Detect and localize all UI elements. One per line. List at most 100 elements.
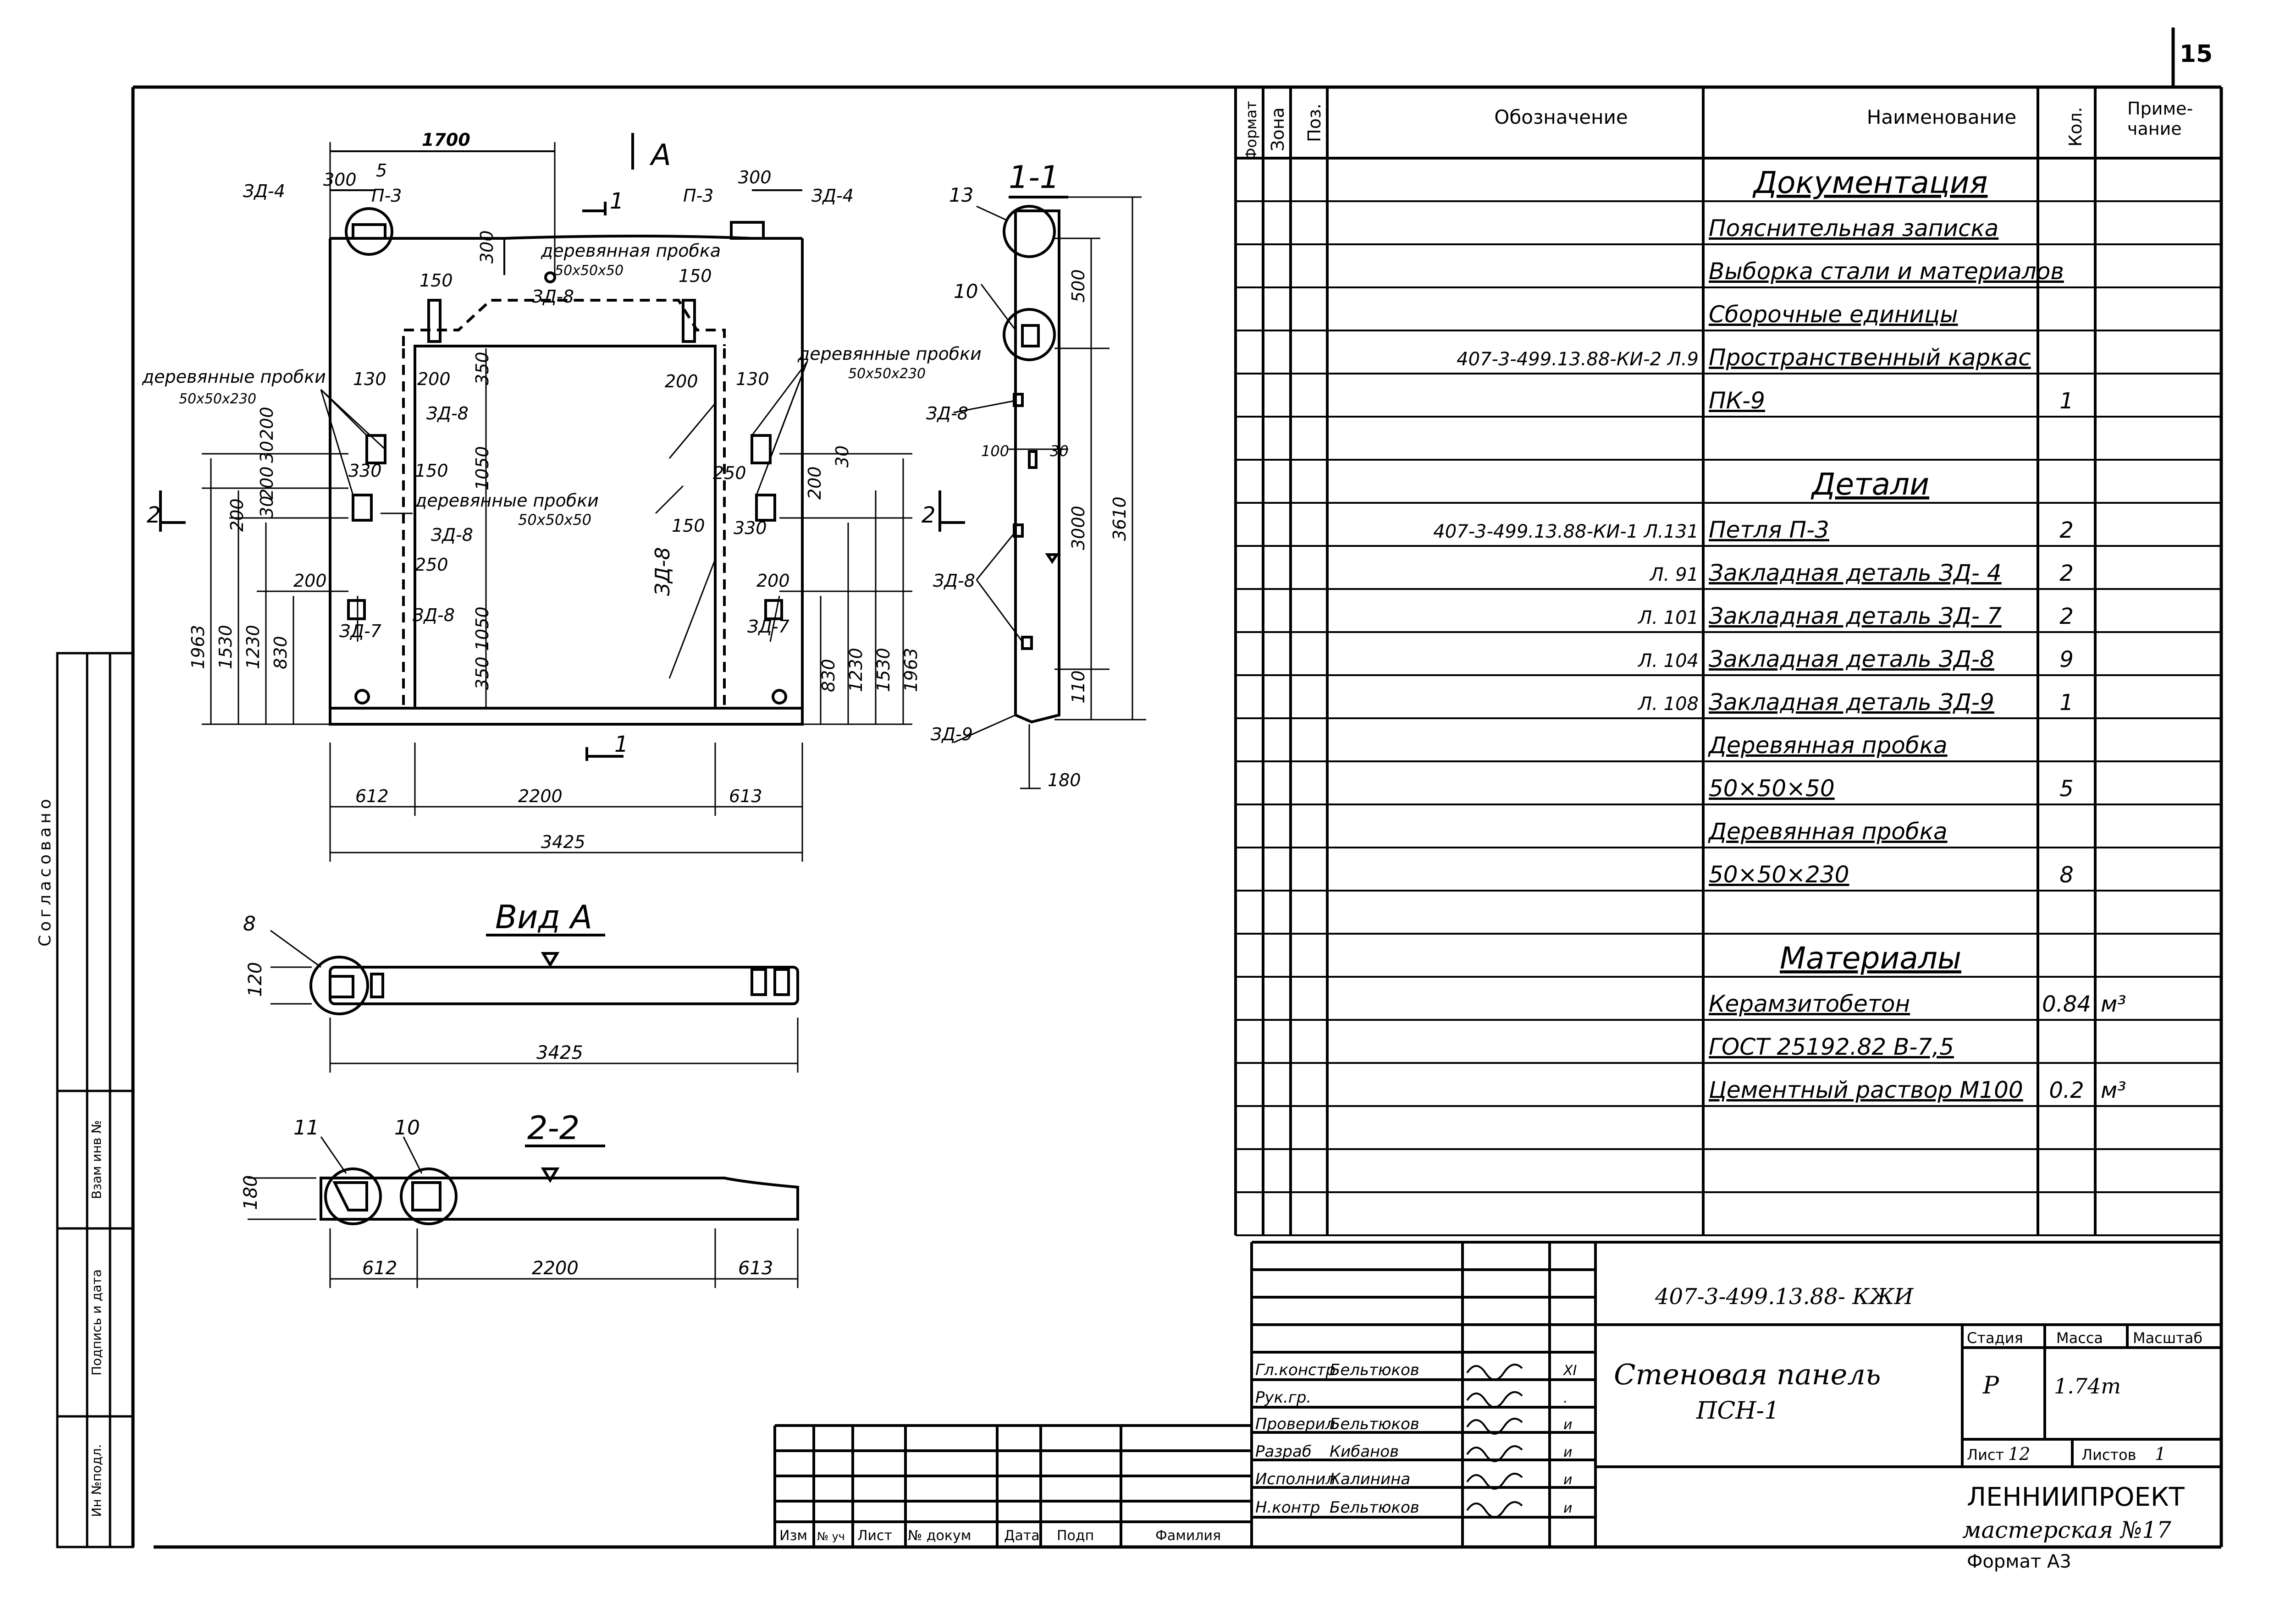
header-designation: Обозначение — [1494, 106, 1628, 128]
sheet-label: Лист — [1967, 1446, 2004, 1464]
role-date: и — [1563, 1417, 1573, 1433]
dim-330-left: 330 — [348, 461, 382, 481]
spec-row-name: 50×50×230 — [1709, 861, 1849, 888]
role-title: Гл.констр — [1255, 1361, 1336, 1379]
dim-s22-612: 612 — [362, 1258, 397, 1279]
scale-label: Масштаб — [2133, 1329, 2202, 1347]
dim-va-120: 120 — [245, 962, 266, 997]
spec-row-heading: Документация — [1752, 165, 1988, 200]
label-wood-plugs-right: деревянные пробки — [797, 344, 982, 364]
spec-row-name: Пространственный каркас — [1709, 344, 2031, 371]
signature-mark — [1466, 1445, 1523, 1462]
view-a — [270, 930, 799, 1073]
role-date: XI — [1562, 1363, 1577, 1379]
callout-11: 11 — [293, 1116, 319, 1140]
dim-30-rv: 30 — [832, 446, 852, 468]
section-2-left: 2 — [147, 502, 161, 528]
rev-sign: Подп — [1057, 1528, 1094, 1544]
dim-s22-180: 180 — [240, 1175, 261, 1210]
header-qty: Кол. — [2065, 107, 2086, 147]
section-1-1-title: 1-1 — [1009, 160, 1060, 196]
dim-830-right: 830 — [818, 659, 839, 692]
header-zone: Зона — [1268, 107, 1288, 151]
label-zd4-right: ЗД-4 — [811, 186, 854, 206]
rev-izm: Изм — [779, 1528, 807, 1544]
stage-value: Р — [1982, 1372, 1999, 1399]
dim-330-right: 330 — [734, 518, 767, 538]
spec-row-qty: 1 — [2059, 690, 2074, 716]
rev-doc: № докум — [908, 1528, 971, 1544]
header-name: Наименование — [1867, 106, 2016, 128]
dim-150-b: 150 — [679, 266, 712, 286]
callout-10: 10 — [394, 1116, 420, 1140]
callout-10b: 10 — [954, 280, 978, 303]
signature-mark — [1466, 1364, 1523, 1381]
dim-1530-right: 1530 — [873, 648, 894, 692]
header-note: Приме-чание — [2127, 99, 2193, 139]
dim-top-300-left: 300 — [323, 170, 357, 190]
dim-top-300-right: 300 — [738, 167, 772, 187]
spec-row-designation: 407-3-499.13.88-КИ-2 Л.9 — [1457, 349, 1699, 370]
spec-row-qty: 2 — [2059, 604, 2074, 629]
label-zd4-left: ЗД-4 — [243, 181, 285, 201]
spec-row-designation: Л. 101 — [1637, 607, 1699, 628]
dim-200-v1: 200 — [257, 407, 277, 440]
spec-row-qty: 5 — [2059, 776, 2074, 802]
role-date: и — [1563, 1472, 1573, 1488]
dim-130-right: 130 — [736, 369, 769, 389]
spec-row-name: Закладная деталь ЗД-8 — [1709, 646, 1994, 672]
spec-row-qty: 0.2 — [2049, 1078, 2084, 1103]
spec-row-qty: 2 — [2059, 517, 2074, 543]
role-title: Разраб — [1255, 1442, 1312, 1461]
dim-200-right: 200 — [665, 371, 698, 391]
rev-uch: № уч — [817, 1530, 845, 1543]
rev-surname: Фамилия — [1155, 1528, 1221, 1544]
label-s11-zd8-a: ЗД-8 — [926, 403, 968, 424]
spec-row-name: ПК-9 — [1709, 387, 1765, 414]
signature-mark — [1466, 1501, 1523, 1518]
dim-1050-a: 1050 — [472, 446, 492, 490]
rev-date: Дата — [1004, 1528, 1040, 1544]
dim-612: 612 — [355, 786, 389, 806]
sheets-value: 1 — [2155, 1444, 2166, 1464]
dim-s11-100: 100 — [981, 442, 1009, 460]
label-zd7-right: ЗД-7 — [747, 617, 789, 637]
dim-s11-500: 500 — [1068, 269, 1088, 303]
spec-table-header: Формат Зона Поз. Обозначение Наименовани… — [1242, 99, 2193, 160]
label-wood-plugs-right-size: 50x50x230 — [848, 366, 926, 382]
dim-200-rv: 200 — [805, 466, 825, 500]
spec-row-name: Сборочные единицы — [1709, 301, 1958, 328]
section-1-1 — [953, 196, 1146, 789]
doc-code: 407-3-499.13.88- КЖИ — [1655, 1284, 1914, 1310]
format-label: Формат А3 — [1967, 1551, 2071, 1572]
dim-s22-2200: 2200 — [532, 1258, 579, 1279]
page-number: 15 — [2180, 40, 2213, 68]
role-name: Бельтюков — [1330, 1498, 1419, 1517]
label-wood-plug-top-size: 50x50x50 — [555, 263, 624, 279]
dim-830-left: 830 — [270, 636, 291, 669]
dim-s11-110: 110 — [1068, 670, 1088, 704]
dim-30-v2: 30 — [257, 496, 277, 518]
stage-label: Стадия — [1967, 1329, 2023, 1347]
spec-row-name: Закладная деталь ЗД-9 — [1709, 689, 1994, 716]
view-a-labels: Вид А 8 120 3425 — [243, 898, 592, 1063]
spec-row-heading: Материалы — [1780, 941, 1961, 976]
signature-mark — [1466, 1418, 1523, 1435]
dim-350-bot: 350 — [472, 656, 492, 690]
spec-row-qty: 2 — [2059, 561, 2074, 586]
role-title: Рук.гр. — [1255, 1388, 1311, 1407]
spec-row-name: ГОСТ 25192.82 В-7,5 — [1709, 1034, 1954, 1060]
spec-row-name: Петля П-3 — [1709, 517, 1829, 543]
signature-mark — [1466, 1473, 1523, 1490]
spec-row-heading: Детали — [1810, 467, 1929, 502]
dim-1050-b: 1050 — [472, 606, 492, 651]
role-title: Проверил — [1255, 1415, 1335, 1433]
label-wood-plugs-left-size: 50x50x230 — [179, 391, 256, 407]
label-zd8-a: ЗД-8 — [426, 403, 469, 424]
section-marker-a: А — [649, 138, 671, 172]
spec-row-note: м³ — [2101, 1078, 2126, 1103]
stamp-agreed: Согласовано — [36, 795, 55, 947]
